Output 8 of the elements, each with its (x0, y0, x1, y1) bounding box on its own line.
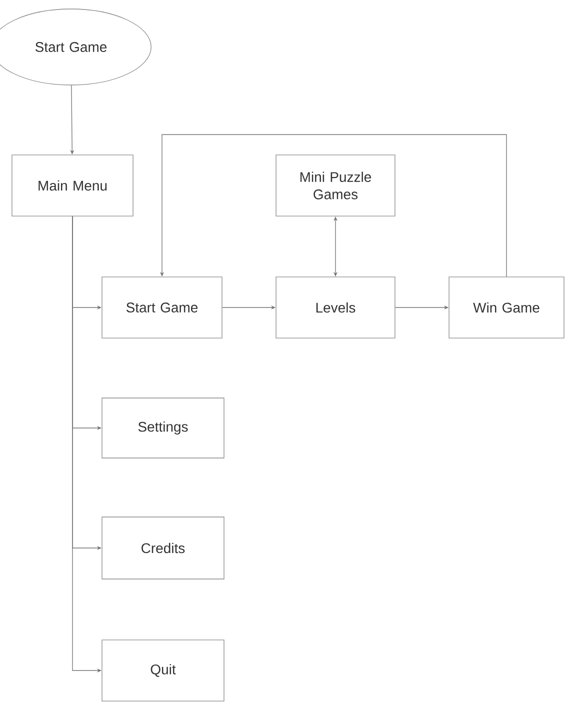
process-box: Main Menu (12, 154, 134, 216)
process-box: Start Game (102, 276, 222, 338)
process-box: Credits (102, 516, 224, 580)
process-box: Settings (102, 398, 224, 458)
process-box: Levels (276, 276, 396, 338)
process-box: Mini Puzzle Games (276, 154, 396, 216)
process-box: Quit (102, 640, 224, 702)
process-box: Win Game (448, 276, 564, 338)
